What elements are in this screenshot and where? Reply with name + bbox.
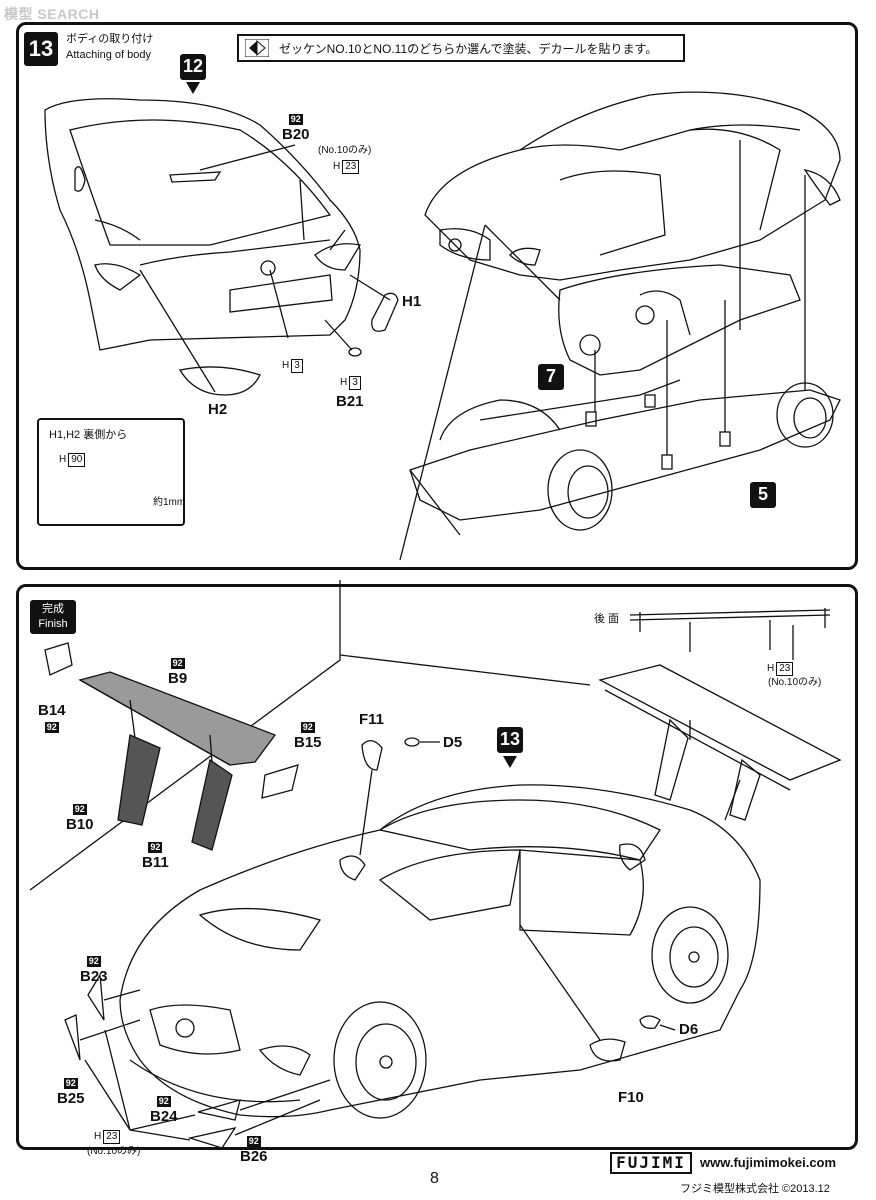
- part-f11: F11: [359, 711, 385, 728]
- part-b21: B21: [336, 393, 364, 410]
- ref-step-12: 12: [180, 54, 206, 80]
- part-num: 90: [68, 453, 86, 467]
- part-num: 3: [349, 376, 361, 390]
- step-title-en: Attaching of body: [66, 49, 152, 61]
- part-code: B25: [57, 1090, 85, 1107]
- part-prefix: H: [282, 360, 290, 371]
- part-code: B15: [294, 734, 322, 751]
- watermark: 模型 SEARCH: [4, 4, 100, 24]
- finish-panel: [16, 584, 858, 1150]
- watermark-en: SEARCH: [37, 6, 100, 22]
- ref-step-7: 7: [538, 364, 564, 390]
- copyright: フジミ模型株式会社 ©2013.12: [680, 1183, 830, 1195]
- part-prefix: H: [340, 377, 348, 388]
- part-code: B24: [150, 1108, 178, 1125]
- part-num: 23: [776, 662, 794, 676]
- part-prefix: H: [94, 1131, 102, 1142]
- part-d5: D5: [443, 734, 463, 751]
- part-h23-note: (No.10のみ): [318, 145, 372, 156]
- part-code: B10: [66, 816, 94, 833]
- part-prefix: H: [767, 663, 775, 674]
- inset-dimension: 約1mm: [153, 497, 186, 508]
- paint-badge: 92: [246, 1136, 261, 1147]
- part-h23-front-note: (No.10のみ): [87, 1146, 141, 1157]
- arrow-down-icon: [503, 756, 517, 768]
- part-b26: 92 B26: [240, 1132, 268, 1164]
- part-num: 23: [103, 1130, 121, 1144]
- page-number: 8: [430, 1170, 439, 1187]
- finish-tag: 完成 Finish: [30, 600, 76, 634]
- paint-badge: 92: [300, 722, 315, 733]
- rear-view-label: 後 面: [594, 613, 620, 625]
- part-b24: 92 B24: [150, 1092, 178, 1124]
- part-b20: 92 B20: [282, 110, 310, 142]
- part-prefix: H: [333, 161, 341, 172]
- arrow-down-icon: [186, 82, 200, 94]
- part-h1: H1: [402, 293, 422, 310]
- paint-diamond-icon: [245, 39, 269, 57]
- step-number: 13: [24, 32, 58, 66]
- part-h2: H2: [208, 401, 228, 418]
- paint-badge: 92: [148, 842, 163, 853]
- paint-badge: 92: [170, 658, 185, 669]
- part-code: B23: [80, 968, 108, 985]
- part-num: 3: [291, 359, 303, 373]
- paint-badge: 92: [63, 1078, 78, 1089]
- rear-part-note: (No.10のみ): [768, 677, 822, 688]
- watermark-cn: 模型: [4, 6, 33, 22]
- part-b9: 92 B9: [168, 654, 187, 686]
- inset-title: H1,H2 裏側から: [49, 429, 128, 441]
- step13-illustration: [44, 91, 841, 561]
- finish-tag-ja: 完成: [42, 603, 64, 615]
- paint-note-text: ゼッケンNO.10とNO.11のどちらか選んで塗装、デカールを貼ります。: [279, 41, 658, 56]
- finish-tag-en: Finish: [38, 618, 68, 630]
- part-b11: 92 B11: [142, 838, 169, 870]
- part-b23: 92 B23: [80, 952, 108, 984]
- part-code: B11: [142, 854, 169, 871]
- part-code: B26: [240, 1148, 268, 1165]
- paint-badge: 92: [156, 1096, 171, 1107]
- paint-badge: 92: [86, 956, 101, 967]
- part-b10: 92 B10: [66, 800, 94, 832]
- paint-badge: 92: [44, 722, 59, 733]
- part-code: B14: [38, 702, 66, 719]
- part-code: B20: [282, 126, 310, 143]
- step-title-ja: ボディの取り付け: [66, 33, 154, 45]
- paint-note: ゼッケンNO.10とNO.11のどちらか選んで塗装、デカールを貼ります。: [237, 34, 685, 62]
- part-code: B9: [168, 670, 188, 687]
- part-num: 23: [342, 160, 360, 174]
- ref-step-5: 5: [750, 482, 776, 508]
- part-f10: F10: [618, 1089, 644, 1106]
- part-b25: 92 B25: [57, 1074, 85, 1106]
- part-prefix: H: [59, 454, 67, 465]
- part-d6: D6: [679, 1021, 699, 1038]
- ref-step-13: 13: [497, 727, 523, 753]
- website-url: www.fujimimokei.com: [700, 1155, 837, 1170]
- part-b14: B14 92: [38, 702, 66, 734]
- paint-badge: 92: [288, 114, 303, 125]
- paint-badge: 92: [72, 804, 87, 815]
- fujimi-logo: FUJIMI: [610, 1152, 692, 1174]
- part-b15: 92 B15: [294, 718, 322, 750]
